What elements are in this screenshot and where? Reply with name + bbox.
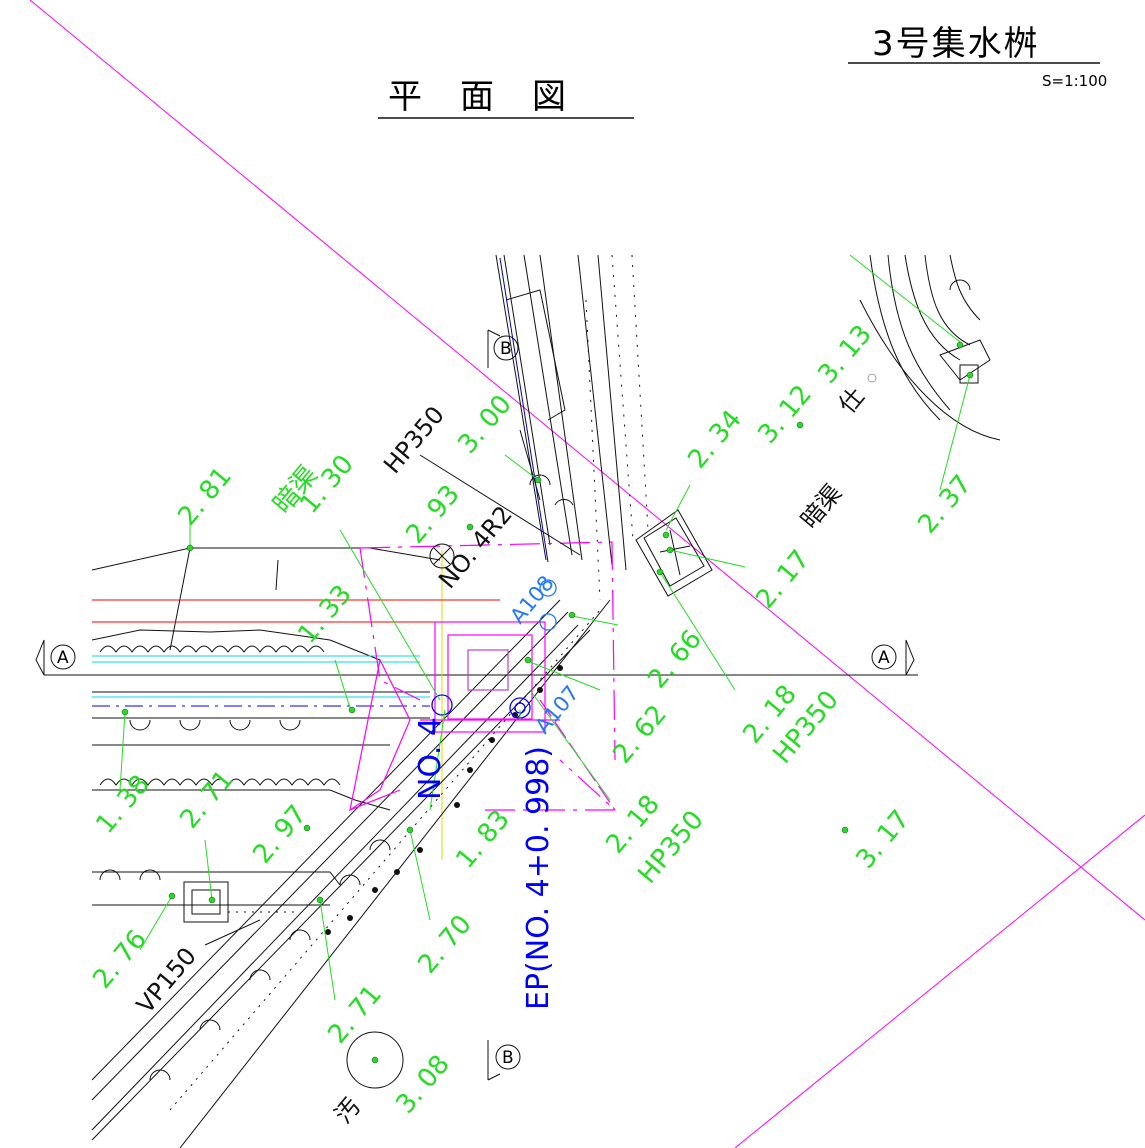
osui-label: 汚 bbox=[329, 1092, 366, 1128]
upper-right-channel bbox=[859, 254, 1001, 441]
level-points bbox=[121, 341, 974, 1064]
section-mark-a-right-label: A bbox=[878, 648, 890, 668]
section-mark-b-bottom: B bbox=[487, 1040, 521, 1081]
level-2-66: 2. 66 bbox=[642, 625, 708, 695]
no4-label: NO. 4 bbox=[413, 717, 448, 800]
section-mark-b-bottom-label: B bbox=[502, 1048, 514, 1068]
level-2-71-b: 2. 71 bbox=[322, 980, 388, 1050]
level-2-81: 2. 81 bbox=[172, 462, 238, 532]
leader-lines-black bbox=[204, 454, 581, 946]
colored-pipe-lines bbox=[92, 599, 530, 707]
level-3-17: 3. 17 bbox=[850, 805, 916, 875]
level-3-12: 3. 12 bbox=[752, 380, 818, 450]
left-channel bbox=[91, 547, 441, 906]
section-mark-a-left: A bbox=[35, 639, 76, 676]
scale-label: S=1:100 bbox=[1042, 72, 1107, 90]
catch-basin-outline bbox=[349, 541, 617, 812]
blue-outline-upper bbox=[499, 257, 549, 563]
level-2-70: 2. 70 bbox=[412, 910, 478, 980]
level-2-97: 2. 97 bbox=[247, 800, 313, 870]
level-2-93: 2. 93 bbox=[400, 480, 466, 550]
section-mark-b-top-label: B bbox=[500, 339, 512, 359]
section-mark-b-top: B bbox=[487, 329, 519, 368]
section-mark-a-right: A bbox=[871, 639, 915, 676]
level-2-34: 2. 34 bbox=[682, 405, 748, 475]
leader-lines bbox=[119, 254, 971, 1001]
level-2-62: 2. 62 bbox=[607, 700, 673, 770]
left-channel-scallops bbox=[99, 645, 341, 881]
sheet-title: 3号集水桝 bbox=[872, 24, 1040, 64]
level-1-38: 1. 38 bbox=[90, 770, 156, 840]
level-2-17: 2. 17 bbox=[750, 545, 816, 615]
level-2-76: 2. 76 bbox=[87, 925, 153, 995]
upper-channel bbox=[495, 254, 649, 601]
a108-label: A108 bbox=[505, 571, 558, 628]
section-mark-a-left-label: A bbox=[57, 648, 69, 668]
magenta-diagonal-line-2 bbox=[734, 814, 1145, 1148]
level-2-37: 2. 37 bbox=[912, 470, 978, 540]
manhole-marker-no4r2 bbox=[429, 543, 455, 569]
shi-label: 仕 bbox=[833, 382, 870, 418]
magenta-diagonal-line bbox=[29, 0, 1145, 921]
level-2-71-a: 2. 71 bbox=[174, 765, 240, 835]
plan-title: 平 面 図 bbox=[388, 77, 568, 117]
ep-label: EP(NO. 4+0. 998) bbox=[521, 746, 556, 1010]
inlet-box-left bbox=[183, 881, 300, 923]
black-dot-line bbox=[325, 665, 563, 935]
level-3-08: 3. 08 bbox=[390, 1050, 456, 1120]
level-3-00: 3. 00 bbox=[452, 390, 518, 460]
ankyo-label-right: 暗渠 bbox=[795, 479, 847, 534]
sewer-manhole bbox=[346, 1031, 404, 1089]
level-1-83: 1. 83 bbox=[450, 805, 516, 875]
